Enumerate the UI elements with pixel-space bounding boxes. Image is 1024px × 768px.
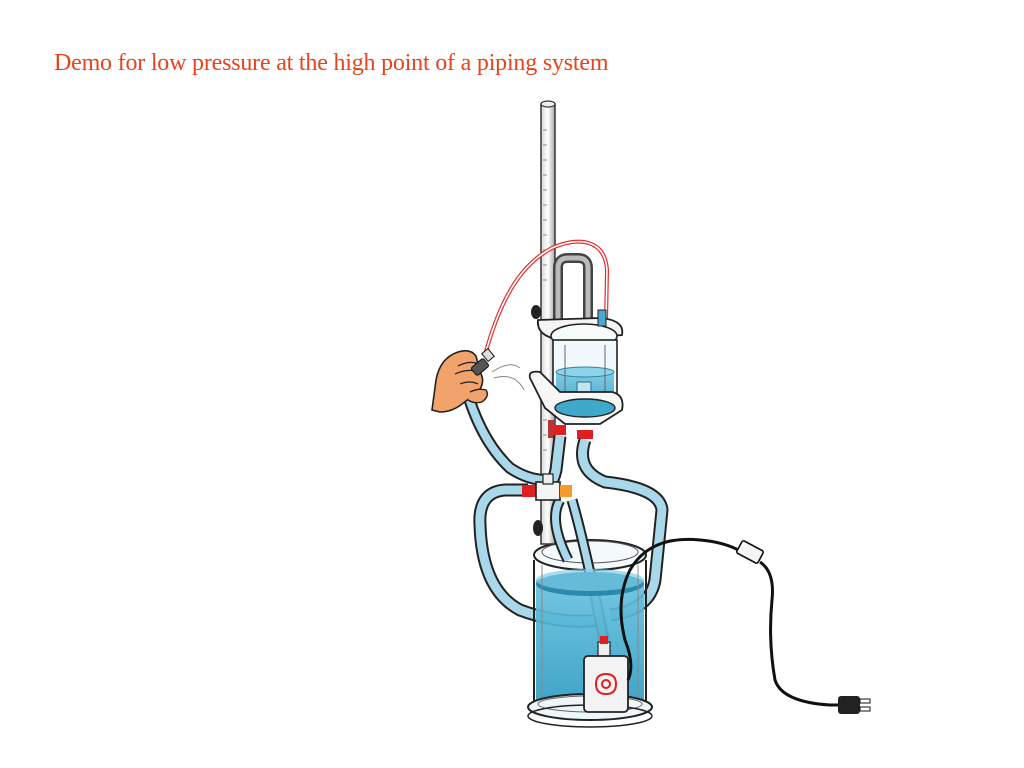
- upper-reservoir: [528, 305, 624, 439]
- hose-hand-to-valve: [459, 383, 547, 486]
- pump-logo-icon: [595, 673, 617, 695]
- submersible-pump: [583, 636, 629, 713]
- plug-icon: [838, 696, 871, 714]
- tee-valve: [522, 473, 572, 536]
- red-manometer-tube: [483, 239, 610, 356]
- ring-stand-rod: [540, 100, 556, 545]
- pinch-clamp-icon: [470, 347, 495, 376]
- slide-title: Demo for low pressure at the high point …: [54, 50, 609, 76]
- power-cord: [619, 537, 842, 707]
- hand-with-clamp: [431, 347, 525, 413]
- cord-inline-switch: [736, 540, 764, 564]
- inverted-u-tube: [553, 253, 593, 320]
